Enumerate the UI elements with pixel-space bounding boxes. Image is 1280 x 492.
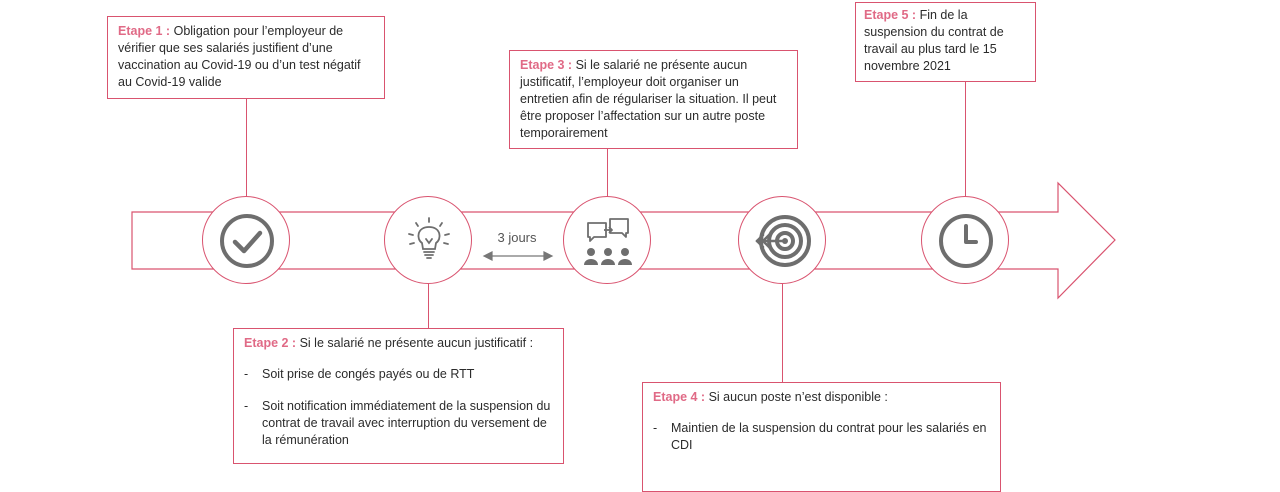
- step-5-circle: [921, 196, 1009, 284]
- connector-step-4: [782, 284, 783, 382]
- clock-icon: [939, 214, 993, 268]
- step-4-circle: [738, 196, 826, 284]
- meeting-icon: [584, 218, 632, 265]
- step-3-text: Si le salarié ne présente aucun justific…: [520, 58, 777, 140]
- interval-arrow: [482, 251, 554, 261]
- step-1-box: Etape 1 : Obligation pour l’employeur de…: [107, 16, 385, 99]
- step-2-text: Si le salarié ne présente aucun justific…: [299, 336, 534, 350]
- step-4-text: Si aucun poste n’est disponible :: [708, 390, 888, 404]
- lightbulb-icon: [408, 217, 450, 259]
- step-2-circle: [384, 196, 472, 284]
- step-2-box: Etape 2 : Si le salarié ne présente aucu…: [233, 328, 564, 464]
- step-3-circle: [563, 196, 651, 284]
- connector-step-1: [246, 98, 247, 196]
- step-1-label: Etape 1 :: [118, 24, 171, 38]
- check-circle-icon: [220, 214, 274, 268]
- step-1-circle: [202, 196, 290, 284]
- connector-step-5: [965, 81, 966, 196]
- connector-step-2: [428, 284, 429, 328]
- list-item: Soit notification immédiatement de la su…: [244, 398, 553, 449]
- list-item: Soit prise de congés payés ou de RTT: [244, 366, 553, 383]
- step-4-list: Maintien de la suspension du contrat pou…: [653, 420, 990, 454]
- interval-label: 3 jours: [497, 230, 537, 245]
- step-4-label: Etape 4 :: [653, 390, 706, 404]
- step-1-text: Obligation pour l’employeur de vérifier …: [118, 24, 361, 89]
- list-item: Maintien de la suspension du contrat pou…: [653, 420, 990, 454]
- target-icon: [755, 215, 811, 267]
- step-3-label: Etape 3 :: [520, 58, 573, 72]
- step-2-list: Soit prise de congés payés ou de RTT Soi…: [244, 366, 553, 449]
- step-3-box: Etape 3 : Si le salarié ne présente aucu…: [509, 50, 798, 149]
- step-4-box: Etape 4 : Si aucun poste n’est disponibl…: [642, 382, 1001, 492]
- step-5-text: Fin de la suspension du contrat de trava…: [864, 8, 1004, 73]
- step-5-label: Etape 5 :: [864, 8, 917, 22]
- step-5-box: Etape 5 : Fin de la suspension du contra…: [855, 2, 1036, 82]
- step-2-label: Etape 2 :: [244, 336, 297, 350]
- connector-step-3: [607, 148, 608, 198]
